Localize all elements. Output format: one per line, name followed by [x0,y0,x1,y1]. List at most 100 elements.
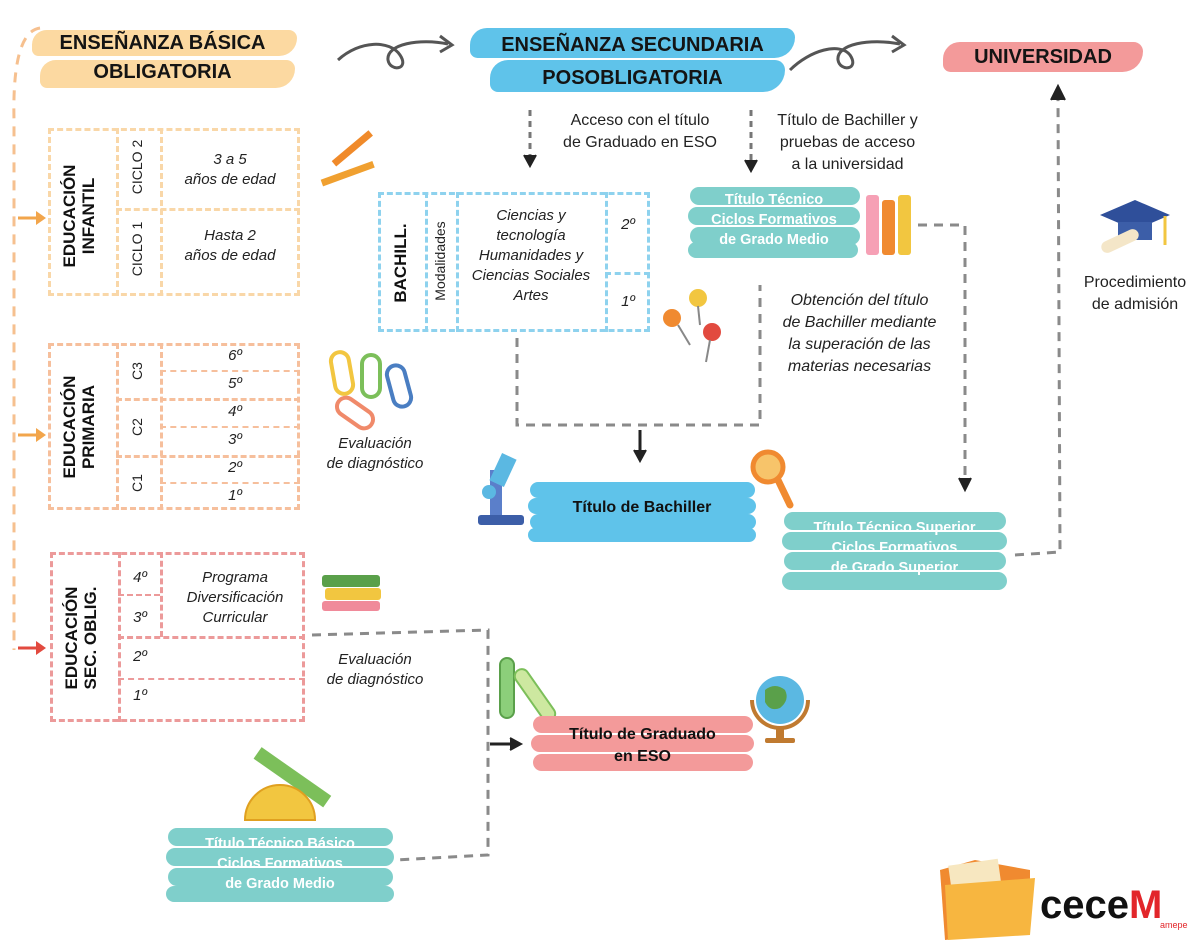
title-tecnico-superior-1: Título Técnico Superior [813,520,976,536]
title-graduado-eso: Título de Graduado en ESO [531,724,754,768]
tbas-stripe-1 [168,828,393,846]
swirl-arrow-1 [336,40,449,70]
ruler-protractor-icon [243,747,332,821]
eso-program-2: Diversificación [186,589,284,606]
title-tecnico-medio-3: de Grado Medio [719,232,829,248]
primaria-grade-5: 5º [228,375,242,392]
primaria-grade-6: 6º [228,347,242,364]
bach-divider-1 [425,192,428,332]
title-tecnico-medio-2: Ciclos Formativos [711,212,837,228]
infantil-title-2: INFANTIL [79,177,98,255]
cece-logo-sub: amepe [1160,920,1188,930]
primaria-grade-4: 4º [228,403,242,420]
note-procedimiento-2: de admisión [1091,296,1179,313]
eso-divider-5 [118,678,305,680]
tb-stripe-2 [528,498,756,514]
secundaria-brush-1 [470,28,795,58]
folder-logo-icon [940,858,1035,940]
title-tecnico-basico: Título Técnico Básico Ciclos Formativos … [166,834,394,894]
secundaria-brush-2 [490,60,785,92]
infantil-ciclo2-desc: 3 a 5 años de edad [160,150,300,190]
primaria-divider-1 [116,343,119,510]
bach-modality-4: Ciencias Sociales [471,267,591,284]
header-basica-line1: ENSEÑANZA BÁSICA [59,32,266,54]
note-acceso-eso-1: Acceso con el título [570,112,710,129]
eso-note-1: Evaluación [338,651,412,668]
basica-brush-2 [40,60,295,88]
tm-stripe-1 [690,187,860,205]
tm-stripe-3 [690,227,860,245]
tm-stripe-2 [688,207,860,225]
eso-divider-3 [118,636,305,639]
bach-grade-2: 2º [621,216,635,233]
title-tecnico-basico-2: Ciclos Formativos [217,856,343,872]
primaria-divider-4 [116,455,300,458]
graduation-cap-icon [1100,200,1170,253]
infantil-divider-3 [116,208,300,211]
infantil-ciclo2-desc-2: años de edad [184,171,276,188]
tbas-stripe-2 [166,848,394,866]
primaria-c2: C2 [129,418,145,436]
header-secundaria: ENSEÑANZA SECUNDARIA POSOBLIGATORIA [470,33,795,91]
globe-icon [750,676,810,743]
tb-stripe-1 [530,482,755,498]
highlighters-icon [866,195,911,255]
note-obtencion-4: materias necesarias [787,358,932,375]
primaria-divider-5 [160,370,300,372]
ge-stripe-2 [531,735,754,752]
eso-grade-3: 3º [133,609,147,626]
primaria-note: Evaluación de diagnóstico [310,434,440,474]
header-secundaria-line1: ENSEÑANZA SECUNDARIA [501,34,764,56]
tbas-stripe-4 [166,886,394,902]
eso-title-2: SEC. OBLIG. [81,586,100,690]
note-titulo-bachiller: Título de Bachiller y pruebas de acceso … [750,110,945,176]
swirl-arrow-2 [788,40,901,72]
bach-modal-label: Modalidades [432,221,448,301]
bach-divider-2 [456,192,459,332]
eso-program: Programa Diversificación Curricular [165,568,305,628]
primaria-grade-3: 3º [228,431,242,448]
eso-title: EDUCACIÓN SEC. OBLIG. [62,578,102,698]
bach-modality-3: Humanidades y [478,247,584,264]
primaria-grade-1: 1º [228,487,242,504]
eso-grade-1: 1º [133,687,147,704]
title-tecnico-medio-1: Título Técnico [724,192,824,208]
bach-divider-3 [605,192,608,332]
left-spine-line [12,26,41,650]
note-titulo-bachiller-3: a la universidad [791,156,904,173]
note-obtencion-1: Obtención del título [790,292,929,309]
bach-modalities: Ciencias y tecnología Humanidades y Cien… [456,206,606,306]
bach-box [378,192,650,332]
bach-divider-4 [605,272,650,275]
note-titulo-bachiller-2: pruebas de acceso [779,134,916,151]
infantil-title: EDUCACIÓN INFANTIL [60,156,100,276]
magnifier-icon [750,449,794,509]
tm-stripe-4 [688,242,858,258]
eso-grade-2: 2º [133,648,147,665]
microscope-icon [478,453,524,525]
eso-note-2: de diagnóstico [326,671,424,688]
tb-stripe-4 [528,528,756,542]
paperclips-icon [328,350,414,431]
title-tecnico-basico-1: Título Técnico Básico [205,836,355,852]
title-tecnico-superior-2: Ciclos Formativos [831,540,958,556]
eso-grade-4: 4º [133,569,147,586]
tbas-stripe-3 [168,868,393,886]
eso-program-1: Programa [202,569,268,586]
note-titulo-bachiller-1: Título de Bachiller y [777,112,918,129]
title-tecnico-basico-3: de Grado Medio [225,876,335,892]
note-acceso-eso: Acceso con el título de Graduado en ESO [540,110,740,154]
pushpins-icon [663,289,721,363]
primaria-title-2: PRIMARIA [79,384,98,470]
eso-divider-2 [160,552,163,637]
primaria-grade-2: 2º [228,459,242,476]
eso-divider-4 [118,594,160,596]
eso-note: Evaluación de diagnóstico [305,650,445,690]
primaria-title: EDUCACIÓN PRIMARIA [60,367,100,487]
bach-to-title-line [515,285,762,427]
test-tubes-icon [499,657,557,722]
header-basica: ENSEÑANZA BÁSICA OBLIGATORIA [30,31,295,85]
cece-logo-text: cece [1040,883,1129,927]
infantil-ciclo2-desc-1: 3 a 5 [213,151,247,168]
bach-modality-1: Ciencias y [496,207,566,224]
